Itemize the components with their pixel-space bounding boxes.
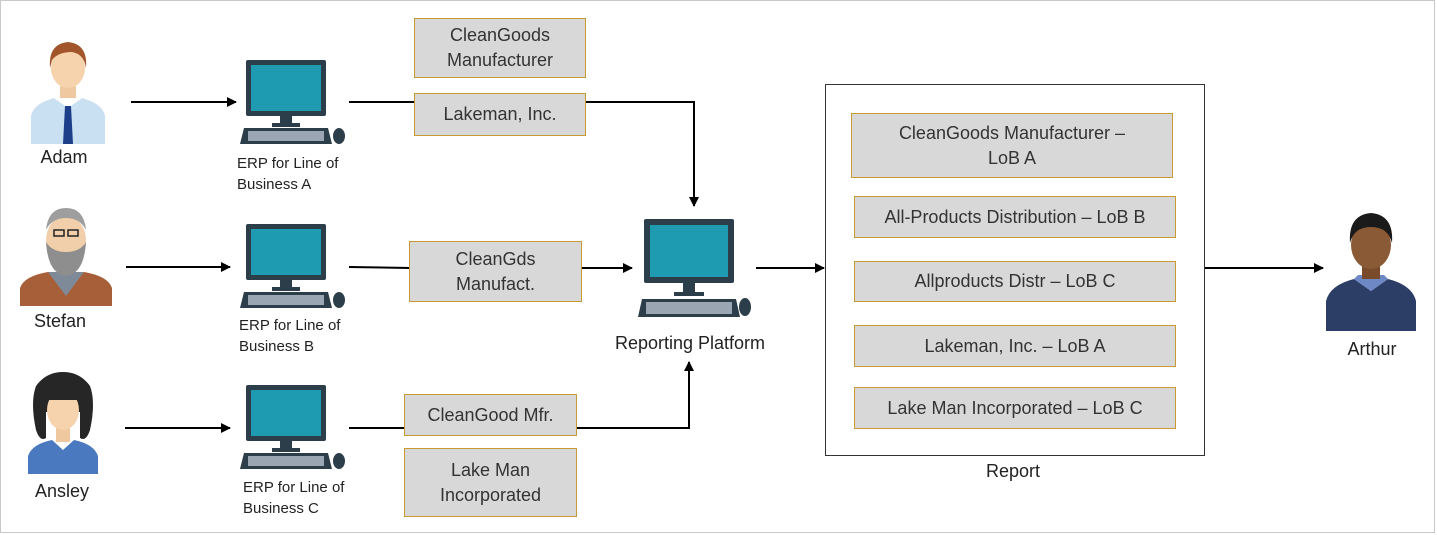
tag-c2-line1: Lake Man bbox=[450, 459, 531, 480]
reporting-platform-label: Reporting Platform bbox=[614, 333, 766, 353]
erp-c-label-line2: Business C bbox=[243, 500, 319, 517]
adam-name: Adam bbox=[40, 147, 88, 167]
erp-a-label-line1: ERP for Line of bbox=[237, 155, 339, 172]
tag-a-lakeman: Lakeman, Inc. bbox=[414, 93, 586, 136]
report-row-1-line2: LoB A bbox=[987, 147, 1037, 168]
adam-avatar-icon bbox=[31, 42, 105, 144]
connector-erp-b-line bbox=[348, 266, 411, 269]
erp-c-computer-icon bbox=[240, 385, 345, 469]
report-row-5-text: Lake Man Incorporated – LoB C bbox=[887, 397, 1143, 418]
ansley-name: Ansley bbox=[34, 481, 90, 501]
tag-b1-line2: Manufact. bbox=[455, 273, 536, 294]
tag-b1-line1: CleanGds bbox=[455, 248, 536, 269]
tag-a1-line2: Manufacturer bbox=[446, 50, 554, 70]
tag-c2-line2: Incorporated bbox=[439, 484, 542, 505]
erp-b-label: ERP for Line of Business B bbox=[239, 315, 379, 357]
arthur-avatar-icon bbox=[1326, 213, 1416, 331]
tag-c1-text: CleanGood Mfr. bbox=[427, 404, 554, 425]
tag-a1-line1: CleanGoods bbox=[449, 25, 551, 45]
report-title: Report bbox=[985, 461, 1041, 481]
erp-b-computer-icon bbox=[240, 224, 345, 308]
report-row-5: Lake Man Incorporated – LoB C bbox=[854, 387, 1176, 429]
ansley-avatar-icon bbox=[28, 372, 98, 474]
arthur-name: Arthur bbox=[1347, 339, 1397, 359]
erp-c-label-line1: ERP for Line of bbox=[243, 479, 345, 496]
erp-c-label: ERP for Line of Business C bbox=[243, 477, 383, 519]
report-row-4-text: Lakeman, Inc. – LoB A bbox=[924, 335, 1106, 356]
reporting-platform-computer-icon bbox=[638, 219, 751, 317]
report-row-1: CleanGoods Manufacturer – LoB A bbox=[851, 113, 1173, 178]
report-row-2: All-Products Distribution – LoB B bbox=[854, 196, 1176, 238]
tag-c-cleangood-mfr: CleanGood Mfr. bbox=[404, 394, 577, 436]
report-row-1-line1: CleanGoods Manufacturer – bbox=[898, 122, 1126, 143]
erp-b-label-line2: Business B bbox=[239, 338, 315, 355]
stefan-avatar-icon bbox=[20, 208, 112, 306]
report-row-4: Lakeman, Inc. – LoB A bbox=[854, 325, 1176, 367]
erp-a-label: ERP for Line of Business A bbox=[237, 153, 377, 195]
erp-a-computer-icon bbox=[240, 60, 345, 144]
report-row-2-text: All-Products Distribution – LoB B bbox=[884, 206, 1146, 227]
erp-a-label-line2: Business A bbox=[237, 176, 312, 193]
tag-a2-text: Lakeman, Inc. bbox=[443, 104, 557, 124]
erp-b-label-line1: ERP for Line of bbox=[239, 317, 341, 334]
report-row-3: Allproducts Distr – LoB C bbox=[854, 261, 1176, 302]
report-row-3-text: Allproducts Distr – LoB C bbox=[914, 271, 1116, 291]
stefan-name: Stefan bbox=[33, 311, 87, 331]
